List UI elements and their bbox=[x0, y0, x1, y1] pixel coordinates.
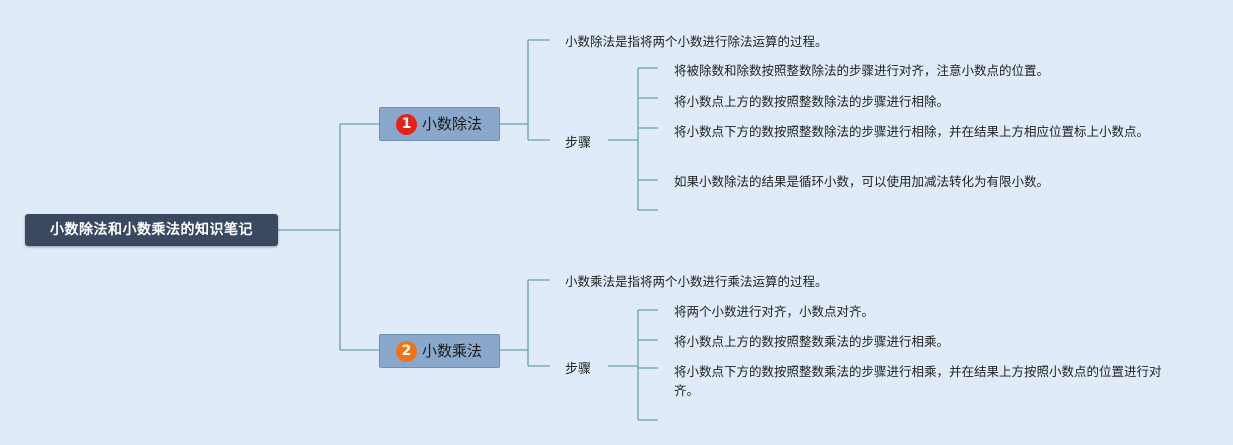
b1-step-1[interactable]: 将被除数和除数按照整数除法的步骤进行对齐，注意小数点的位置。 bbox=[674, 63, 1050, 78]
b2-step-2[interactable]: 将小数点上方的数按照整数乘法的步骤进行相乘。 bbox=[674, 334, 950, 349]
b1-step-2[interactable]: 将小数点上方的数按照整数除法的步骤进行相除。 bbox=[674, 94, 950, 109]
b2-steps-label[interactable]: 步骤 bbox=[565, 362, 592, 377]
topic-label: 小数乘法 bbox=[422, 342, 483, 360]
b2-step-3[interactable]: 将小数点下方的数按照整数乘法的步骤进行相乘，并在结果上方按照小数点的位置进行对齐… bbox=[674, 364, 1162, 398]
topic-label: 小数除法 bbox=[422, 115, 483, 133]
topic-decimal-division[interactable]: 1 小数除法 bbox=[379, 107, 500, 141]
b1-steps-label[interactable]: 步骤 bbox=[565, 136, 592, 151]
b1-step-3[interactable]: 将小数点下方的数按照整数除法的步骤进行相除，并在结果上方相应位置标上小数点。 bbox=[674, 124, 1150, 139]
b2-definition[interactable]: 小数乘法是指将两个小数进行乘法运算的过程。 bbox=[565, 274, 828, 289]
b1-step-4[interactable]: 如果小数除法的结果是循环小数，可以使用加减法转化为有限小数。 bbox=[674, 174, 1050, 189]
priority-1-icon: 1 bbox=[396, 114, 417, 135]
topic-decimal-multiplication[interactable]: 2 小数乘法 bbox=[379, 334, 500, 368]
priority-2-icon: 2 bbox=[396, 341, 417, 362]
b1-definition[interactable]: 小数除法是指将两个小数进行除法运算的过程。 bbox=[565, 34, 828, 49]
b2-step-1[interactable]: 将两个小数进行对齐，小数点对齐。 bbox=[674, 304, 875, 319]
root-topic[interactable]: 小数除法和小数乘法的知识笔记 bbox=[25, 214, 278, 246]
